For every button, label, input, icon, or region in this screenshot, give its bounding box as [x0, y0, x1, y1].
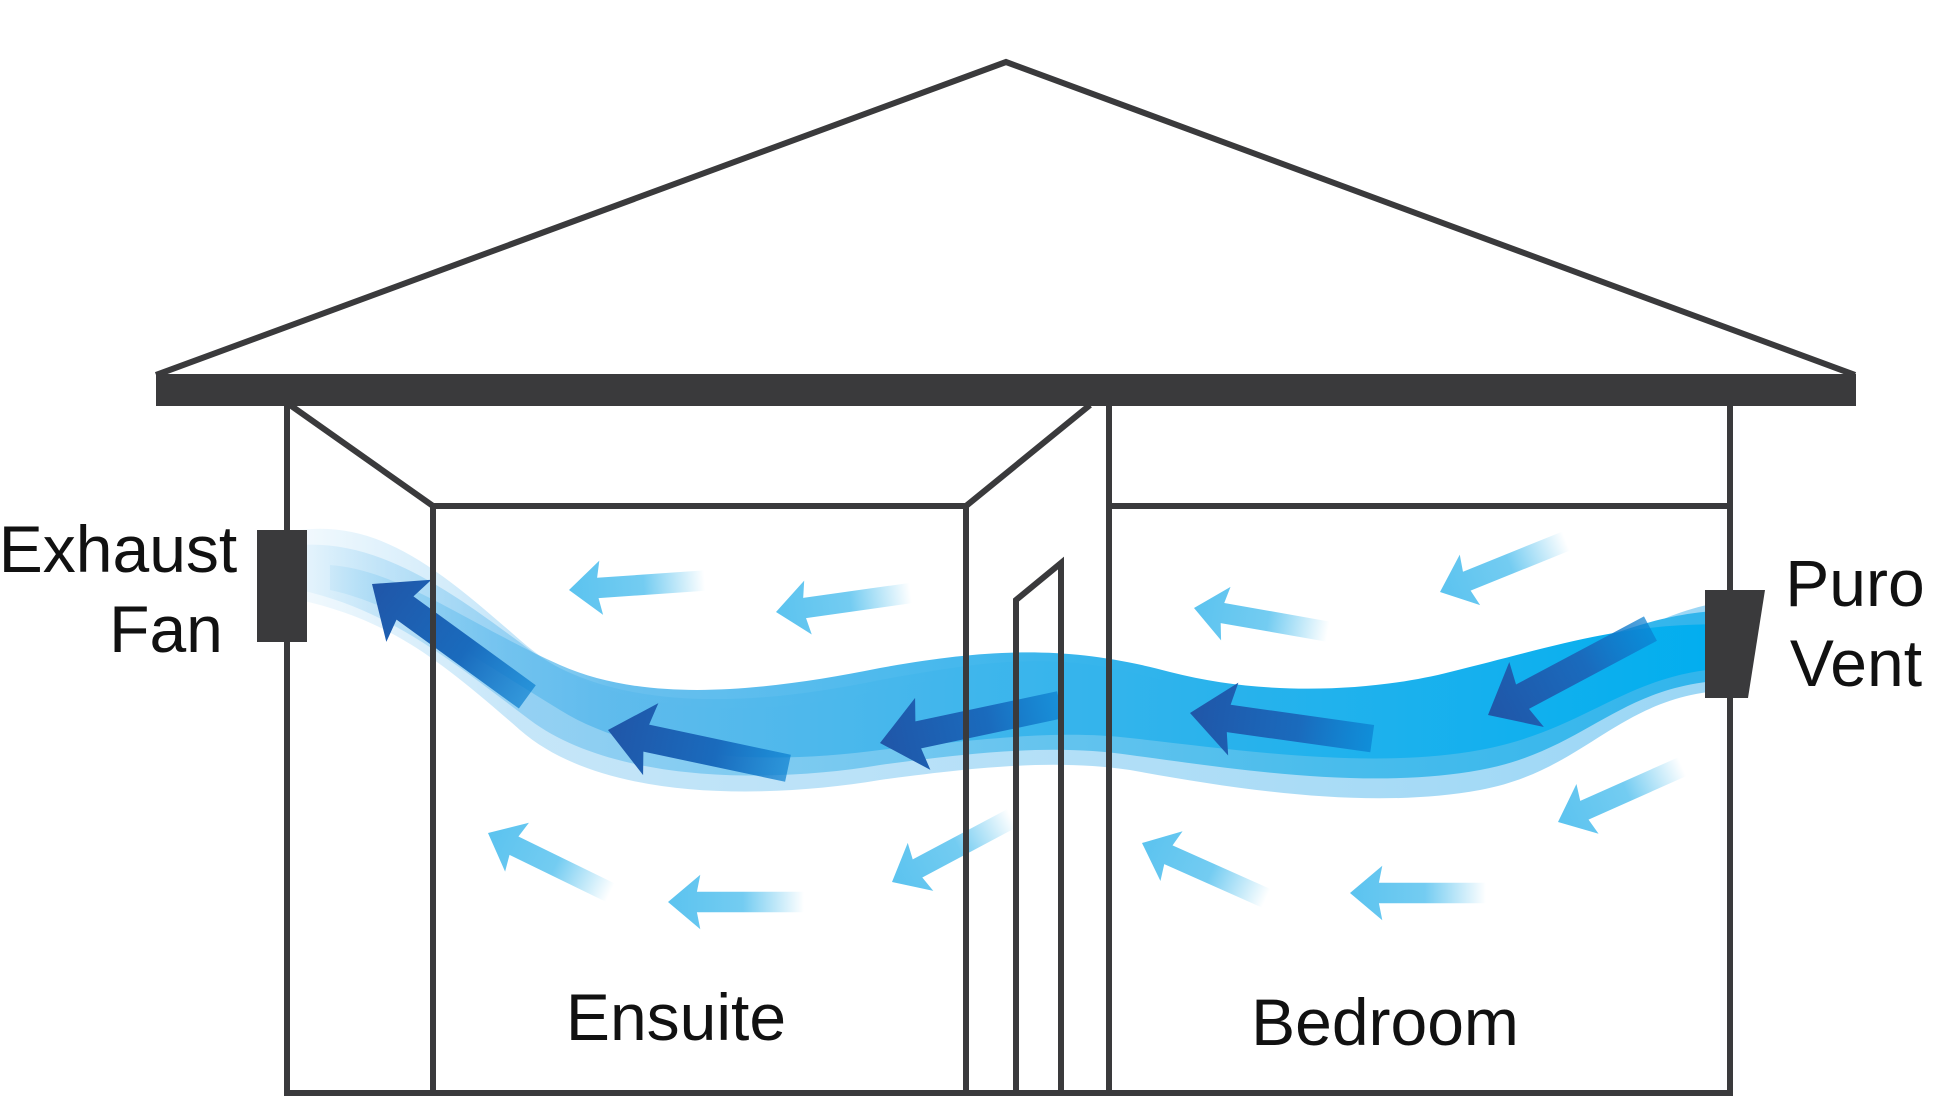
roof — [154, 58, 1857, 378]
airflow-arrow-icon — [772, 566, 915, 639]
exhaust-fan-label-line2: Fan — [109, 592, 223, 666]
puro-vent-label-line1: Puro — [1785, 546, 1924, 620]
airflow-arrow-icon — [1350, 865, 1486, 921]
airflow-arrow-icon — [1429, 515, 1577, 618]
airflow-arrow-icon — [879, 794, 1025, 907]
airflow-stream — [300, 528, 1740, 799]
bedroom-label: Bedroom — [1251, 985, 1519, 1059]
ensuite-label: Ensuite — [566, 980, 786, 1054]
puro-vent-icon — [1705, 590, 1765, 698]
airflow-arrow-icon — [1546, 741, 1694, 847]
airflow-stream-core — [330, 565, 1740, 759]
house-outline — [154, 58, 1857, 1096]
airflow-arrow-icon — [668, 874, 804, 930]
airflow-arrow-icon — [476, 808, 623, 918]
exhaust-fan-label-line1: Exhaust — [0, 512, 237, 586]
ensuite-box — [430, 503, 969, 1093]
airflow-arrow-icon — [1189, 581, 1333, 659]
airflow-arrow-icon — [567, 553, 707, 618]
open-door — [1013, 556, 1064, 1093]
ensuite-right-diagonal — [964, 402, 1092, 509]
puro-vent-label-line2: Vent — [1790, 626, 1922, 700]
exhaust-fan-icon — [257, 530, 307, 642]
ensuite-left-diagonal — [288, 402, 435, 509]
roof-beam — [156, 374, 1856, 406]
airflow-arrow-icon — [1130, 818, 1278, 924]
